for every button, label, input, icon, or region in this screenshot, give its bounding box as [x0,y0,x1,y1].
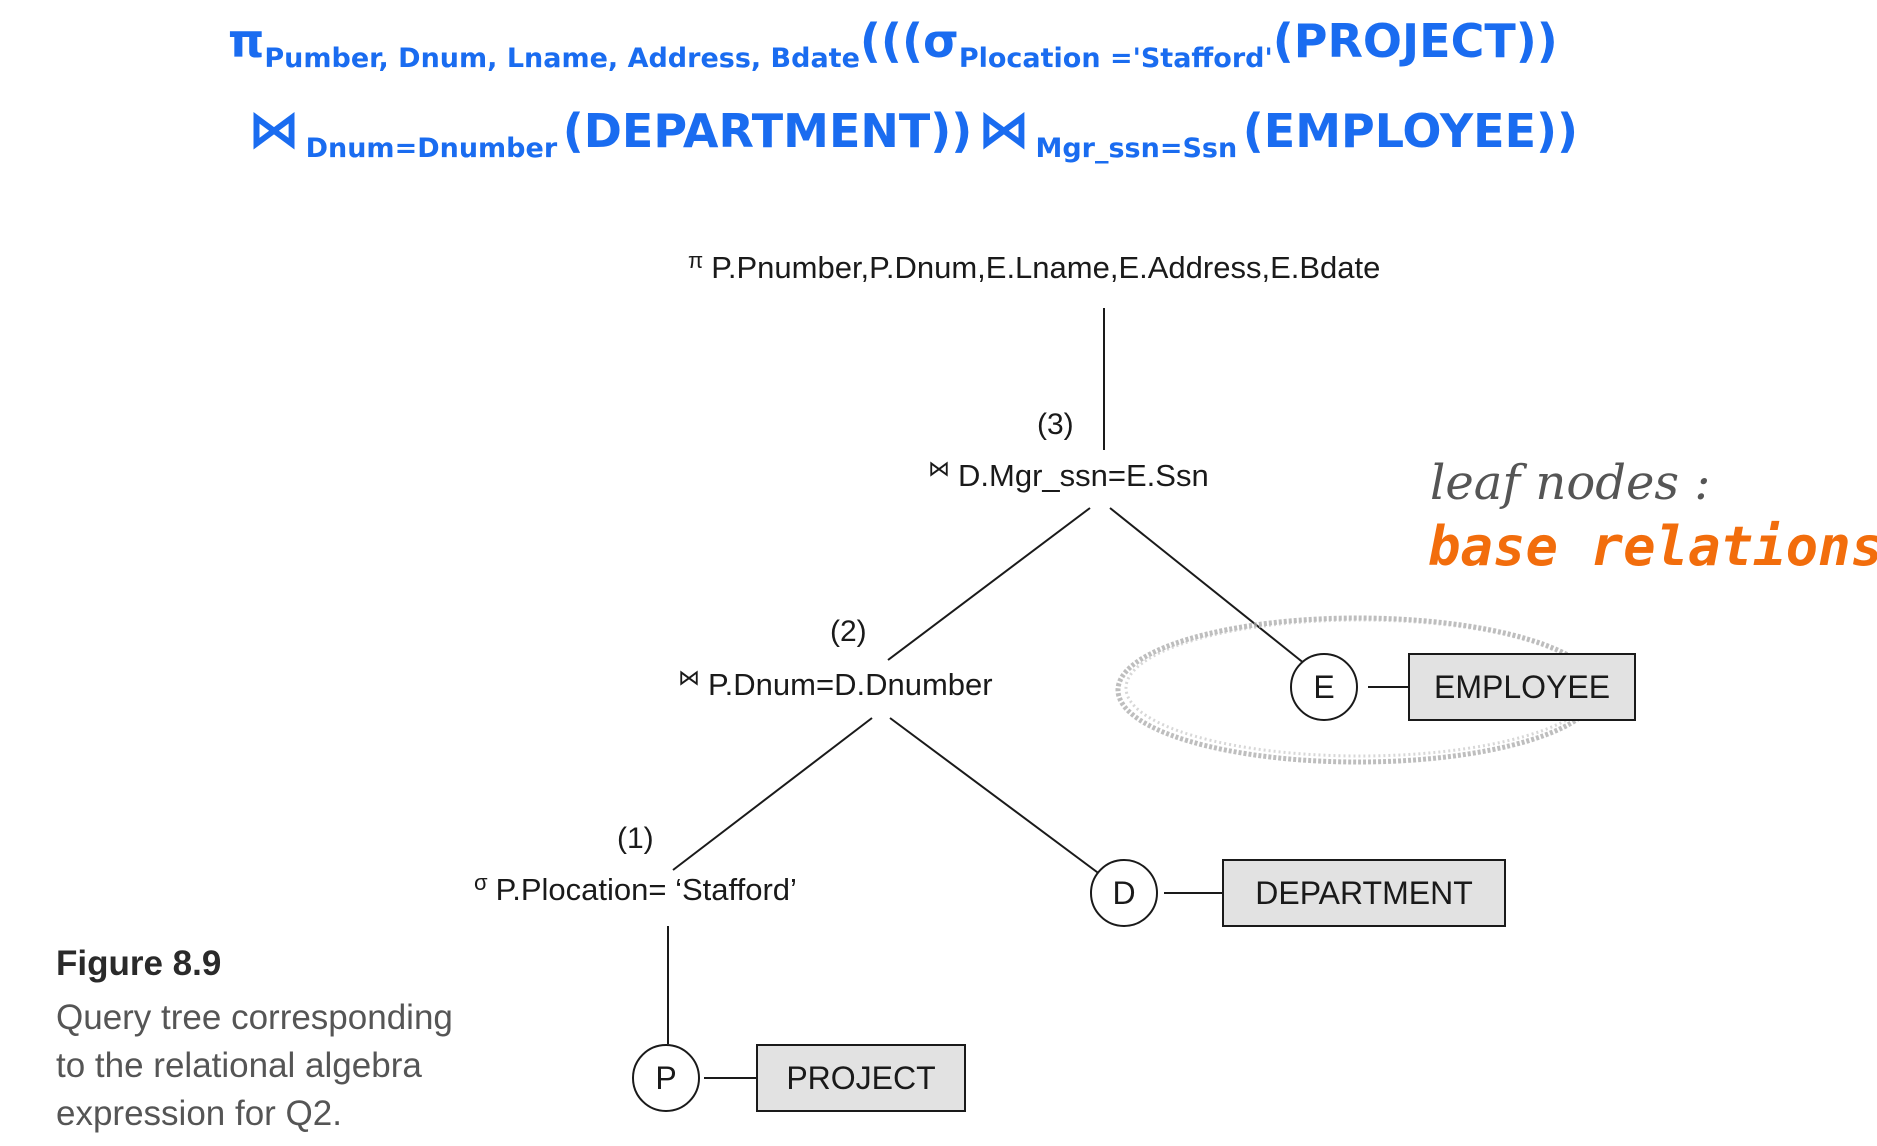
step-2-label: (2) [830,615,867,648]
department-box: DEPARTMENT [1222,859,1506,927]
join-symbol: ⋈ [928,456,950,481]
employee-box: EMPLOYEE [1408,653,1636,721]
open-parens: ((( [859,14,923,68]
join-symbol: ⋈ [678,665,700,690]
sigma-symbol: σ [474,870,488,895]
employee-relation: (EMPLOYEE)) [1242,104,1579,158]
edge-join3-join2 [887,507,1091,661]
join-condition-2: Mgr_ssn=Ssn [1035,133,1238,164]
join-node-3: ⋈ D.Mgr_ssn=E.Ssn [928,456,1209,494]
figure-title: Figure 8.9 [56,944,222,983]
leaf-circle-e: E [1290,653,1358,721]
projection-node: π P.Pnumber,P.Dnum,E.Lname,E.Address,E.Bd… [688,248,1381,286]
select-node: σ P.Plocation= ‘Stafford’ [474,870,797,908]
step-3-label: (3) [1037,408,1074,441]
project-box: PROJECT [756,1044,966,1112]
join-node-2: ⋈ P.Dnum=D.Dnumber [678,665,993,703]
algebra-expression-line1: πPumber, Dnum, Lname, Address, Bdate(((σ… [228,14,1558,74]
annotation-base-relations: base relations [1428,515,1877,578]
department-relation: (DEPARTMENT)) [562,104,973,158]
project-relation: (PROJECT)) [1272,14,1558,68]
caption-line-2: to the relational algebra [56,1046,422,1085]
step-1-label: (1) [617,822,654,855]
edge-join3-employee [1109,507,1311,669]
pi-symbol: π [228,14,265,68]
sigma-symbol: σ [922,14,959,68]
selection-condition: Plocation ='Stafford' [958,43,1273,74]
annotation-leaf-nodes: leaf nodes : [1430,455,1711,511]
edge-join2-department [889,717,1106,879]
edge-join2-select [672,717,873,871]
join-symbol-1: ⋈ [248,100,300,160]
join-symbol-2: ⋈ [977,100,1030,160]
projection-label: P.Pnumber,P.Dnum,E.Lname,E.Address,E.Bda… [711,250,1381,285]
leaf-circle-p: P [632,1044,700,1112]
projection-attributes: Pumber, Dnum, Lname, Address, Bdate [264,43,860,74]
join-3-condition: D.Mgr_ssn=E.Ssn [958,458,1209,493]
pi-symbol: π [688,248,704,273]
join-condition-1: Dnum=Dnumber [305,133,558,164]
caption-line-3: expression for Q2. [56,1094,342,1133]
select-condition: P.Plocation= ‘Stafford’ [495,872,797,907]
join-2-condition: P.Dnum=D.Dnumber [708,667,993,702]
leaf-circle-d: D [1090,859,1158,927]
algebra-expression-line2: ⋈ Dnum=Dnumber (DEPARTMENT)) ⋈ Mgr_ssn=S… [248,100,1579,164]
caption-line-1: Query tree corresponding [56,998,453,1037]
